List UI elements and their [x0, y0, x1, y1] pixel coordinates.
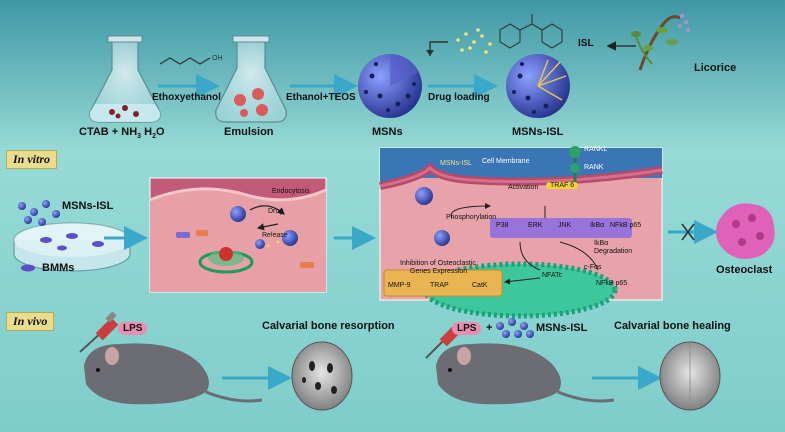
degradation-label: Degradation [594, 248, 633, 255]
catk-label: CatK [472, 282, 488, 289]
endocytosis-label: Endocytosis [272, 188, 310, 195]
cell-membrane-label: Cell Membrane [482, 158, 530, 165]
msns-nanoparticle [358, 53, 422, 118]
dish-label: MSNs-ISL [62, 200, 114, 212]
skull-healing [659, 341, 721, 411]
trap-label: TRAP [430, 282, 449, 289]
isl-molecule-icon [499, 14, 563, 49]
msns-isl-label: MSNs-ISL [512, 126, 564, 138]
bmms-label: BMMs [42, 262, 75, 274]
skull-resorption [291, 341, 353, 411]
msns-label: MSNs [372, 126, 403, 138]
emulsion-label: Emulsion [224, 126, 274, 138]
osteoclast-cell [716, 203, 775, 259]
svg-text:OH: OH [212, 55, 223, 62]
in-vivo-section: In vivo [6, 312, 55, 331]
nfatc-label: NFATc [542, 272, 563, 279]
flask-ctab [89, 35, 161, 123]
flask-emulsion [215, 35, 287, 123]
mouse-2 [436, 343, 615, 405]
licorice-label: Licorice [694, 62, 737, 74]
release-label: Release [262, 232, 288, 239]
cfos-label: c-Fos [584, 264, 602, 271]
resorption-label: Calvarial bone resorption [262, 320, 395, 332]
traf6-badge: TRAF 6 [546, 182, 579, 189]
drug-label: Drug [268, 208, 284, 215]
jnk-label: JNK [558, 222, 572, 229]
plus-sign: + [486, 322, 493, 334]
lps-badge-2: LPS [452, 322, 482, 335]
reagent1-label: Ethoxyethanol [152, 92, 221, 103]
in-vitro-section: In vitro [6, 150, 58, 169]
activation-label: Activation [508, 184, 539, 191]
drug-loading-label: Drug loading [428, 92, 490, 103]
syringe-lps-1 [79, 311, 119, 353]
licorice-plant-icon [631, 13, 690, 71]
mouse-1 [84, 343, 263, 405]
nfkb-label: NFkB p65 [610, 222, 642, 229]
nfkb2-label: NFkB p65 [596, 280, 628, 287]
blocked-x-icon [681, 223, 695, 241]
isl-label: ISL [578, 38, 594, 49]
osteoclast-label: Osteoclast [716, 264, 773, 276]
nanoparticle-cluster-invivo [496, 318, 534, 338]
rankl-label: RANKL [584, 146, 608, 153]
signaling-pathway-panel [379, 146, 663, 319]
bmms-icon [21, 264, 35, 272]
healing-label: Calvarial bone healing [614, 320, 731, 332]
inhibition-label-1: Inhibition of Osteoclastic [400, 260, 476, 267]
ethoxyethanol-molecule-icon: OH [159, 55, 223, 65]
particle-label: MSNs-ISL [440, 160, 472, 167]
inhibition-label-2: Genes Expression [410, 268, 468, 275]
rank-label: RANK [584, 164, 604, 171]
invivo-msns-isl-label: MSNs-ISL [536, 322, 588, 334]
free-nanoparticles [18, 200, 60, 226]
isl-particles [456, 28, 492, 54]
msns-isl-nanoparticle [506, 54, 570, 118]
reagent2-label: Ethanol+TEOS [286, 92, 356, 103]
erk-label: ERK [528, 222, 543, 229]
ctab-label: CTAB + NH3 H2O [79, 126, 165, 141]
phosphorylation-label: Phosphorylation [446, 214, 497, 221]
dish-msns-isl [13, 222, 131, 272]
ikba2-label: IkBα [594, 240, 609, 247]
p38-label: P38 [496, 222, 509, 229]
cell-uptake-panel [149, 177, 327, 293]
mmp9-label: MMP-9 [388, 282, 411, 289]
ikba-label: IkBα [590, 222, 605, 229]
lps-badge-1: LPS [118, 322, 148, 335]
